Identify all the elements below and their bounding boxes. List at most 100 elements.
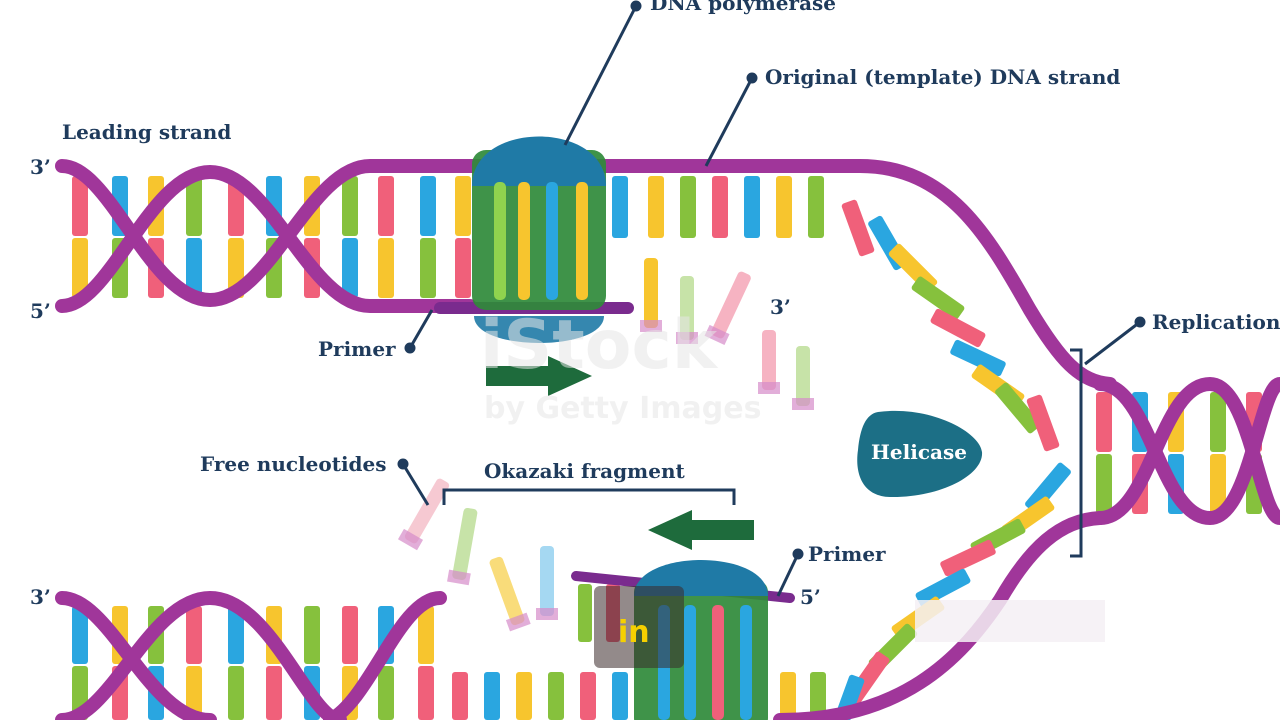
- label-dna-polymerase: DNA polymerase: [650, 0, 836, 15]
- label-template-strand: Original (template) DNA strand: [765, 65, 1120, 89]
- base-pair-segment: [342, 238, 358, 298]
- free-nucleotide: [680, 276, 694, 340]
- okazaki-bracket: [442, 488, 736, 505]
- base-pair-segment: [1096, 392, 1112, 452]
- end-label-top-3: 3’: [30, 155, 51, 179]
- helicase-enzyme: Helicase: [857, 410, 983, 498]
- blur-patch: [915, 600, 1105, 642]
- base-pair-segment: [455, 238, 471, 298]
- base-pair-segment: [455, 176, 471, 236]
- base-pair-segment: [612, 672, 628, 720]
- base-pair-segment: [452, 672, 468, 720]
- base-pair-segment: [186, 238, 202, 298]
- base-pair-segment: [72, 606, 88, 664]
- free-nucleotide-phosphate: [792, 398, 814, 410]
- polymerase-stripes: [494, 182, 588, 300]
- base-pair-segment: [516, 672, 532, 720]
- free-nucleotide-phosphate: [640, 320, 662, 332]
- base-pair-segment: [1025, 462, 1071, 514]
- top-helix-strand-a: [55, 158, 477, 308]
- free-nucleotides: [397, 258, 814, 632]
- base-pair-segment: [1026, 394, 1060, 452]
- free-nucleotide: [762, 330, 776, 390]
- base-pair-segment: [72, 176, 88, 236]
- direction-arrows: [486, 356, 754, 550]
- free-nucleotide-phosphate: [447, 569, 471, 586]
- base-pair-segment: [841, 199, 875, 257]
- base-pair-segment: [808, 176, 824, 238]
- watermark-main: iStock: [480, 306, 719, 385]
- top-helix-strand-b: [55, 164, 477, 314]
- base-pair-segment: [228, 666, 244, 720]
- leader-lines: [397, 0, 1146, 597]
- base-pair-segment: [744, 176, 760, 238]
- base-pair-segment: [420, 238, 436, 298]
- base-pair-segment: [1210, 392, 1226, 452]
- leading-direction-arrow: [486, 356, 592, 396]
- watermark-sub: by Getty Images: [484, 391, 761, 426]
- base-pair-segment: [1096, 454, 1112, 514]
- caption-text: in: [618, 615, 650, 650]
- base-pair-segment: [266, 666, 282, 720]
- base-pair-segment: [378, 176, 394, 236]
- base-pair-segment: [712, 176, 728, 238]
- label-free-nucleotides: Free nucleotides: [200, 452, 387, 476]
- right-helix-strand-a: [1093, 377, 1280, 526]
- label-okazaki-fragment: Okazaki fragment: [484, 459, 685, 483]
- base-pair-segment: [72, 238, 88, 298]
- free-nucleotide-phosphate: [397, 528, 424, 551]
- base-pair-segment: [548, 672, 564, 720]
- free-nucleotide-phosphate: [536, 608, 558, 620]
- base-pair-segment: [1210, 454, 1226, 514]
- base-pair-segment: [186, 176, 202, 236]
- free-nucleotide: [711, 271, 751, 339]
- free-nucleotide: [540, 546, 554, 616]
- base-pair-segment: [484, 672, 500, 720]
- base-pair-segment: [911, 276, 965, 320]
- end-label-top-5: 5’: [30, 299, 51, 323]
- base-pair-segment: [342, 176, 358, 236]
- base-pair-segment: [612, 176, 628, 238]
- dna-polymerase-bottom: [634, 560, 768, 720]
- base-pair-segment: [940, 539, 996, 577]
- end-label-bottom-5: 5’: [800, 585, 821, 609]
- lagging-direction-arrow: [648, 510, 754, 550]
- label-primer-top: Primer: [318, 337, 396, 361]
- bottom-helix-strand-c: [323, 591, 447, 720]
- base-pair-segment: [578, 584, 592, 642]
- base-pair-segment: [418, 666, 434, 720]
- base-pair-segment: [186, 666, 202, 720]
- base-pair-segment: [930, 308, 986, 348]
- label-replication: Replication: [1152, 310, 1280, 334]
- base-pair-segment: [228, 606, 244, 664]
- base-pair-segment: [995, 382, 1041, 434]
- caption-box: in: [594, 586, 684, 668]
- base-pair-segment: [648, 176, 664, 238]
- polymerase-stripes: [658, 605, 752, 720]
- end-label-mid-3: 3’: [770, 295, 791, 319]
- base-pair-segment: [420, 176, 436, 236]
- base-pair-segment: [378, 666, 394, 720]
- base-pairs: [72, 176, 1262, 720]
- helicase-shape: [857, 410, 983, 498]
- replication-bracket: [1070, 348, 1083, 558]
- free-nucleotide: [796, 346, 810, 406]
- helicase-label: Helicase: [871, 440, 967, 464]
- template-strand-top: [463, 159, 1117, 391]
- base-pair-segment: [680, 176, 696, 238]
- bottom-helix-strand-b: [55, 590, 347, 720]
- free-nucleotide: [489, 556, 525, 626]
- base-pair-segment: [418, 606, 434, 664]
- free-nucleotide: [452, 507, 478, 581]
- base-pair-segment: [342, 606, 358, 664]
- dna-polymerase-top: [472, 136, 606, 343]
- polymerase-base: [474, 316, 604, 343]
- right-helix-strand-b: [1093, 376, 1280, 525]
- free-nucleotide-phosphate: [704, 324, 730, 345]
- base-pair-segment: [186, 606, 202, 664]
- label-leading-strand: Leading strand: [62, 120, 231, 144]
- base-pair-segment: [378, 238, 394, 298]
- base-pair-segment: [780, 672, 796, 720]
